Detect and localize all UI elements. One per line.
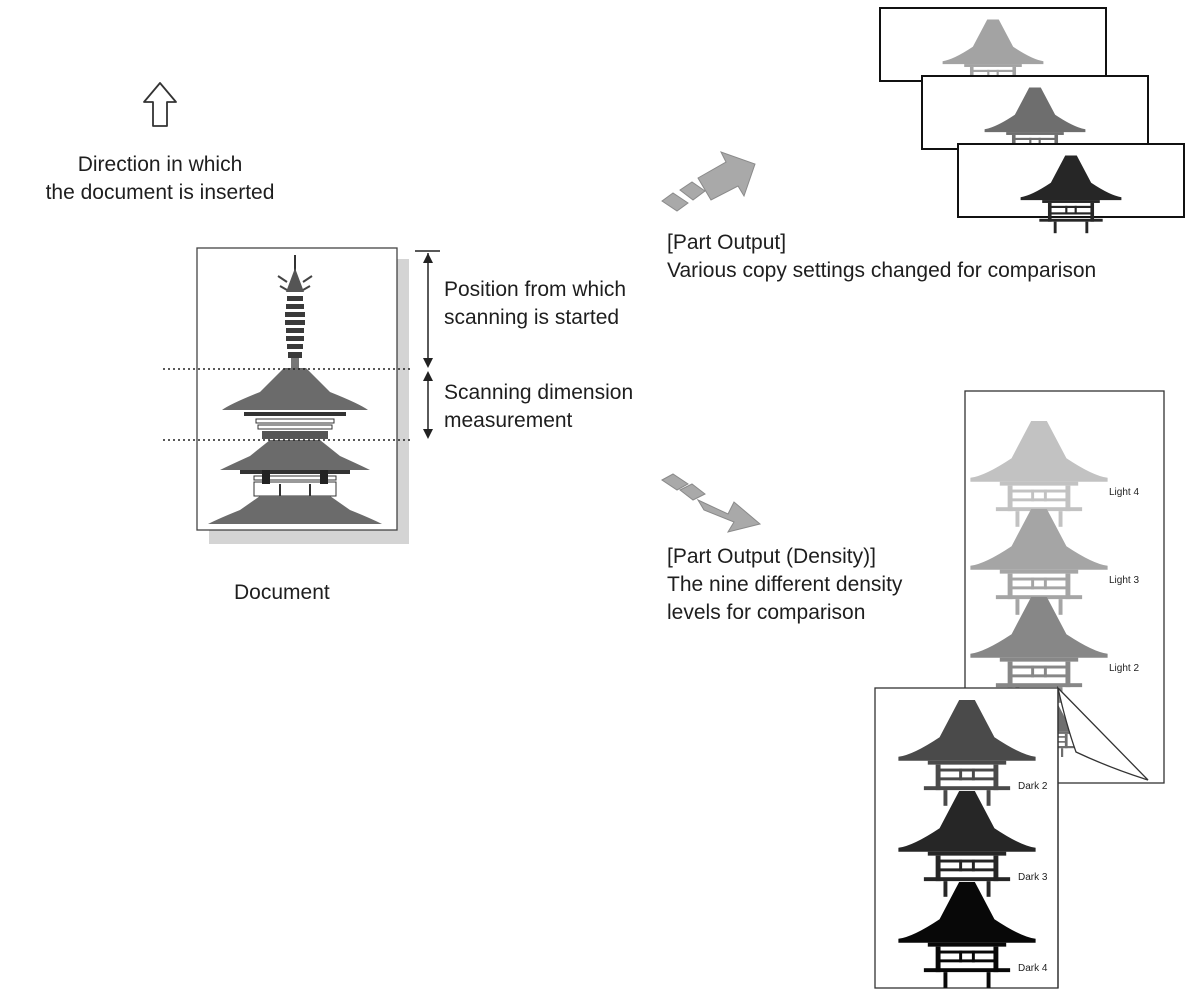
density-output-arrow-icon — [661, 473, 762, 533]
document-caption: Document — [234, 581, 330, 604]
insert-direction-arrow-icon — [143, 82, 177, 127]
pagoda-illustration — [208, 255, 382, 524]
density-level-label: Dark 3 — [1018, 872, 1048, 883]
part-output-arrow-icon — [661, 151, 756, 212]
scan-start-line-2: scanning is started — [444, 306, 620, 329]
density-output-description-2: levels for comparison — [667, 601, 866, 624]
density-level-label: Light 4 — [1109, 487, 1139, 498]
part-output-description: Various copy settings changed for compar… — [667, 259, 1097, 282]
density-front-sheet: Dark 2 Dark 3 Dark 4 — [874, 685, 1149, 989]
scan-dimension-label: Scanning dimension measurement — [444, 379, 633, 435]
density-output-description-1: The nine different density — [667, 573, 903, 596]
density-level-label: Dark 2 — [1018, 781, 1048, 792]
part-output-title: [Part Output] — [667, 231, 787, 254]
density-level-label: Light 3 — [1109, 575, 1139, 586]
insert-direction-line-2: the document is inserted — [45, 181, 275, 204]
density-level-label: Dark 4 — [1018, 963, 1048, 974]
scan-dimension-line-2: measurement — [444, 409, 573, 432]
density-level-label: Light 2 — [1109, 663, 1139, 674]
scan-dimension-line-1: Scanning dimension — [444, 381, 634, 404]
density-output-title: [Part Output (Density)] — [667, 545, 876, 568]
part-output-sample-stack — [879, 7, 1185, 234]
insert-direction-line-1: Direction in which — [77, 153, 243, 176]
density-output-label: [Part Output (Density)] The nine differe… — [667, 543, 902, 627]
scan-start-label: Position from which scanning is started — [444, 276, 626, 332]
part-output-label: [Part Output] Various copy settings chan… — [667, 229, 1096, 285]
scan-start-line-1: Position from which — [444, 278, 627, 301]
insert-direction-label: Direction in which the document is inser… — [12, 151, 308, 207]
page-curl — [1056, 685, 1149, 781]
scan-start-dimension-arrow — [415, 250, 440, 368]
scan-dimension-arrow — [423, 371, 433, 439]
